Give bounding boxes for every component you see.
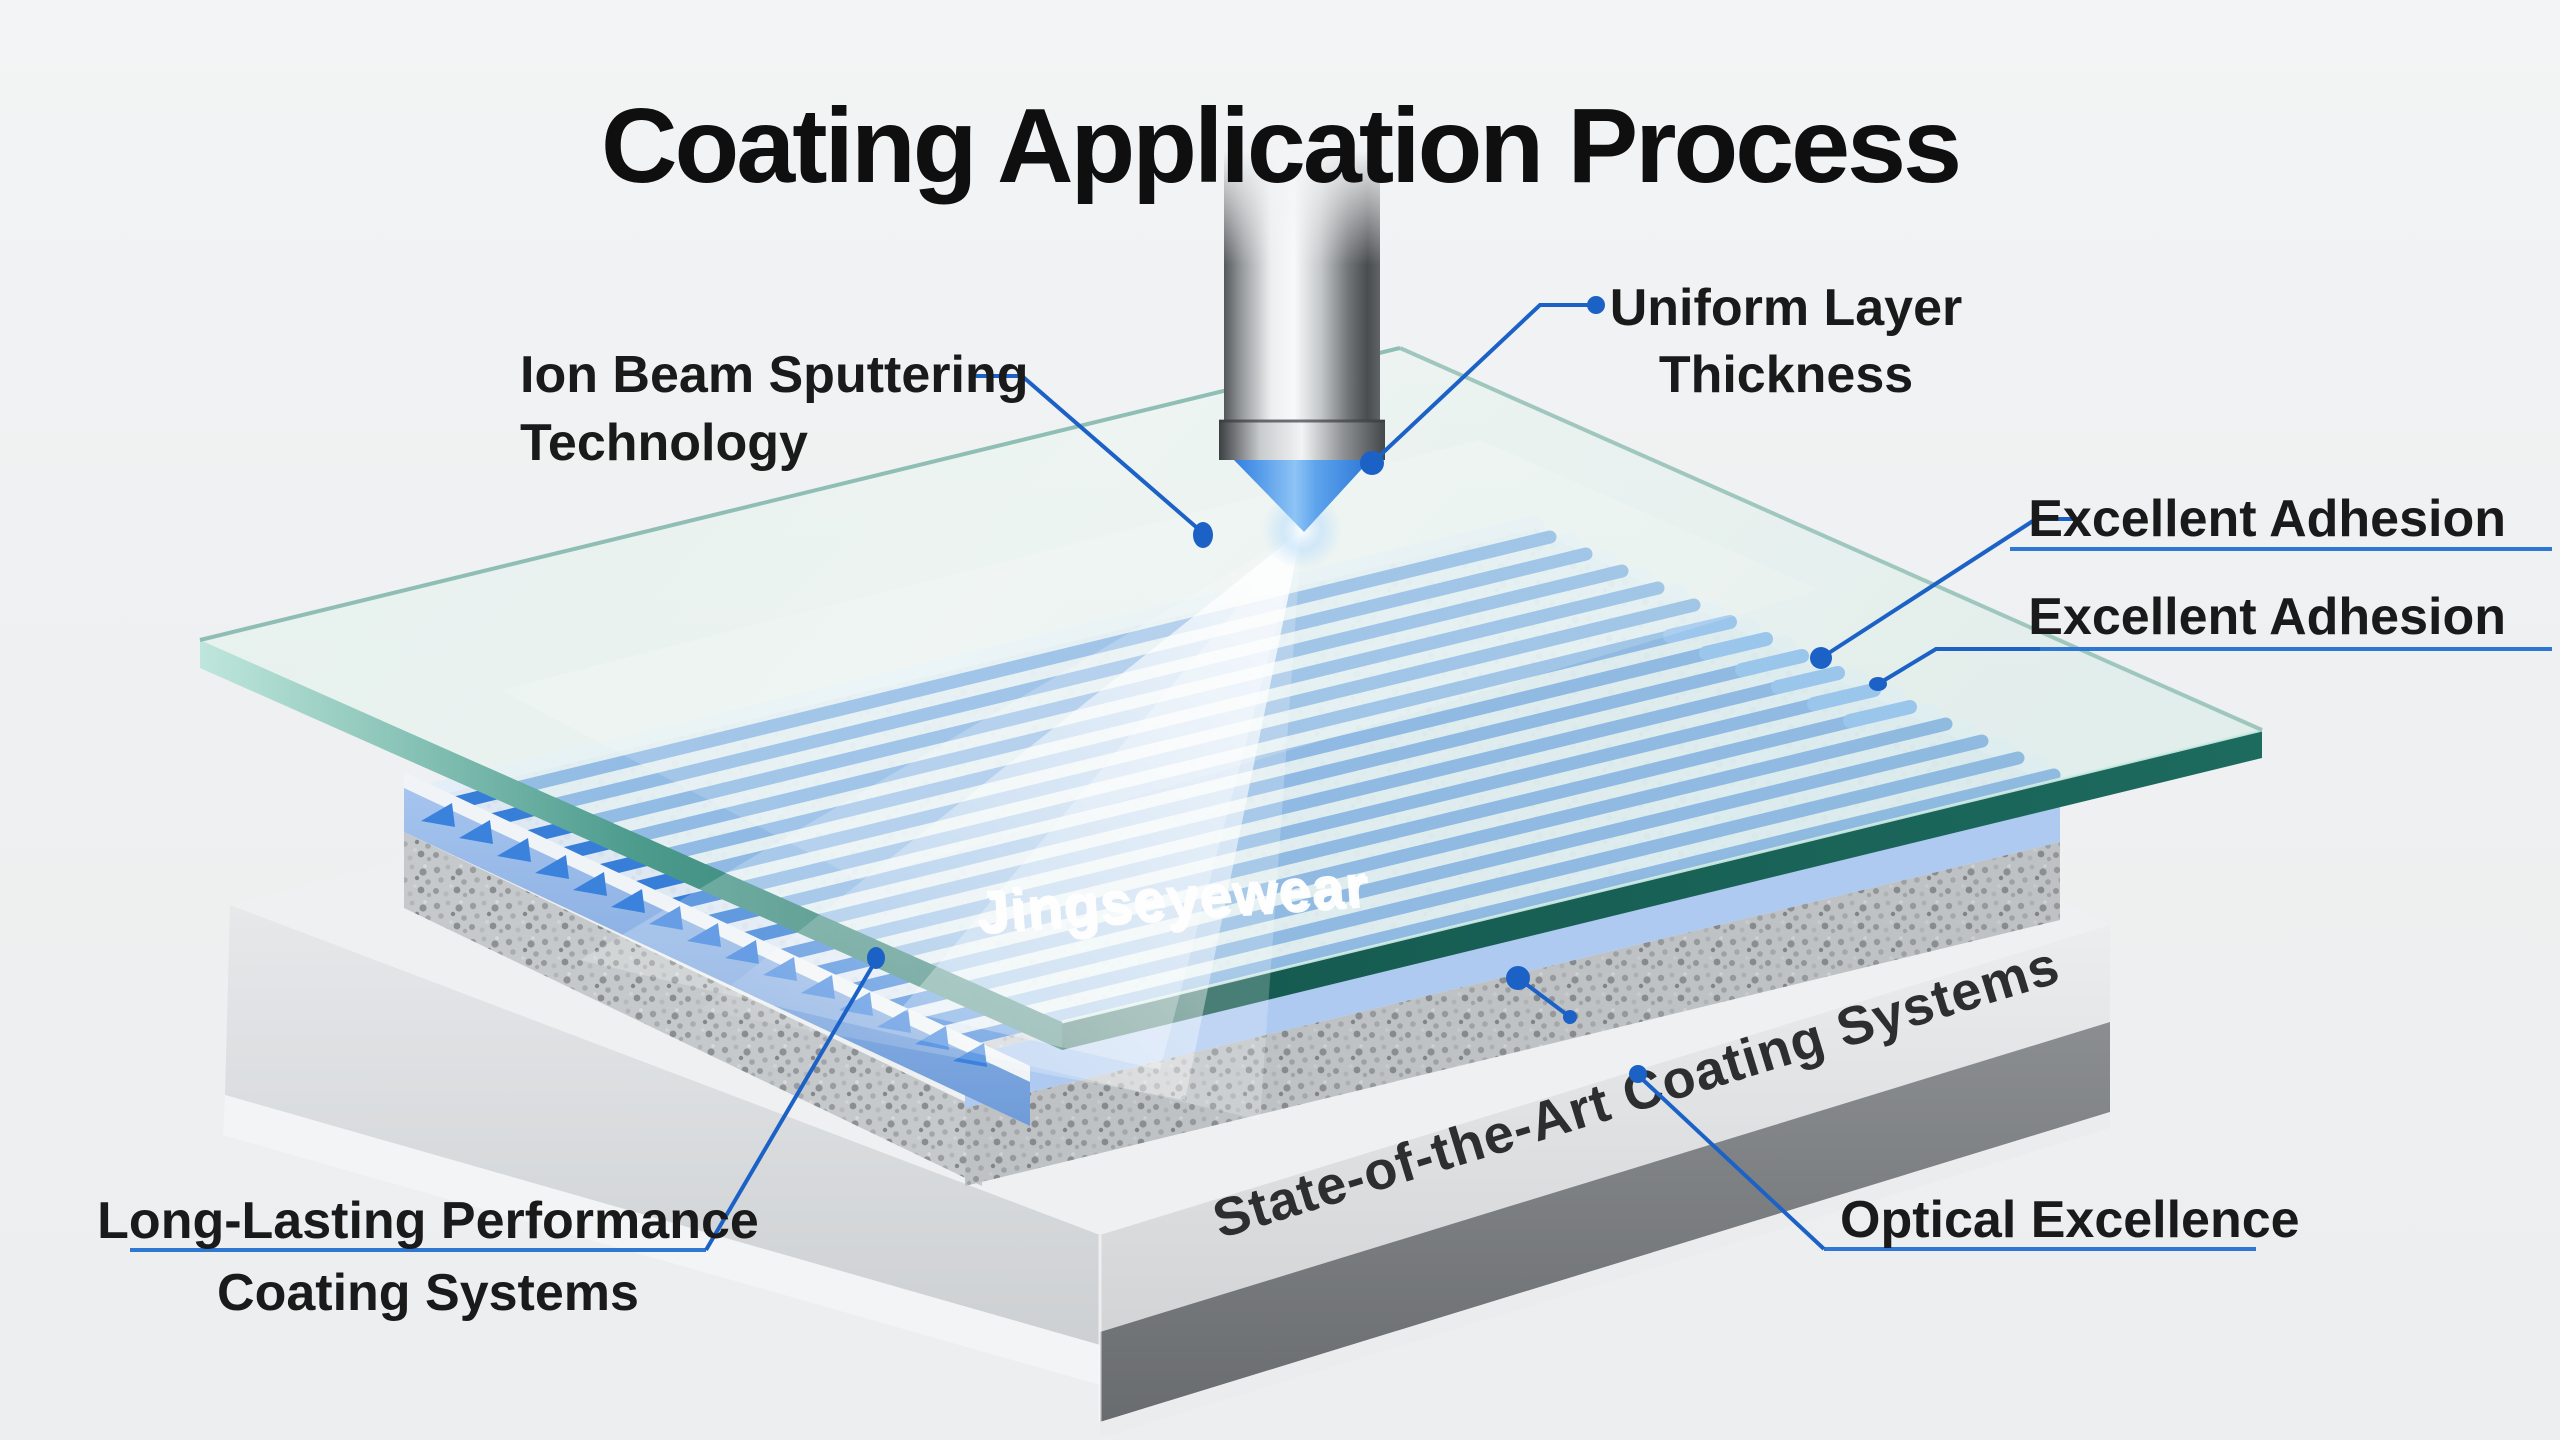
glass-front-right-edge — [1062, 730, 2262, 1050]
glass-back-left-edge — [199, 346, 1401, 642]
slab-left-bottom-band — [223, 1095, 1100, 1385]
label-ion-beam-line2: Technology — [520, 414, 808, 472]
leader-uniform-text-dot — [1587, 296, 1605, 314]
label-ion-beam-line1: Ion Beam Sputtering — [520, 346, 1028, 404]
label-adhesion-top: Excellent Adhesion — [2028, 490, 2506, 548]
granite-right-shade — [965, 842, 2060, 1186]
slab-right-dark-band — [1100, 1022, 2110, 1422]
connector-granite-dot-small — [1563, 1010, 1577, 1024]
label-long-lasting-line2: Coating Systems — [217, 1264, 639, 1322]
slab-bottom-sliver — [1100, 1112, 2110, 1438]
labels: Ion Beam Sputtering Technology Uniform L… — [97, 279, 2506, 1322]
leader-uniform-tip-dot — [1360, 451, 1384, 475]
leader-optical-dot — [1629, 1065, 1647, 1083]
connector-granite-dot-large — [1506, 966, 1530, 990]
leader-adhesion-bottom — [1876, 647, 2040, 686]
slab-left-face — [225, 905, 1100, 1345]
nozzle-top-fade — [1224, 150, 1380, 265]
leader-uniform-layer — [1370, 303, 1596, 465]
leader-adhesion-bottom-dot — [1869, 677, 1887, 691]
leader-ion-beam-dot — [1193, 522, 1213, 548]
glass-back-right-edge — [1399, 346, 2263, 732]
callouts — [130, 296, 2552, 1252]
leader-long-lasting — [704, 958, 878, 1252]
granite-right-band — [965, 842, 2060, 1186]
leader-ion-beam — [970, 374, 1205, 535]
ion-beam-cone — [1234, 460, 1370, 532]
leader-adhesion-top — [1819, 517, 2078, 660]
leader-long-lasting-dot — [867, 947, 885, 969]
leader-optical — [1638, 1075, 1826, 1251]
sputtering-nozzle — [1219, 150, 1385, 532]
slab-right-face — [1100, 925, 2110, 1332]
nozzle-ring — [1219, 420, 1385, 460]
page-title: Coating Application Process — [601, 87, 1959, 205]
label-optical: Optical Excellence — [1840, 1191, 2300, 1249]
label-uniform-line2: Thickness — [1659, 346, 1913, 404]
granite-left-band — [404, 832, 982, 1186]
label-long-lasting-line1: Long-Lasting Performance — [97, 1192, 759, 1250]
leader-adhesion-top-dot — [1810, 647, 1832, 669]
label-adhesion-bottom: Excellent Adhesion — [2028, 588, 2506, 646]
spray-fan — [580, 490, 1342, 1120]
label-uniform-line1: Uniform Layer — [1610, 279, 1963, 337]
